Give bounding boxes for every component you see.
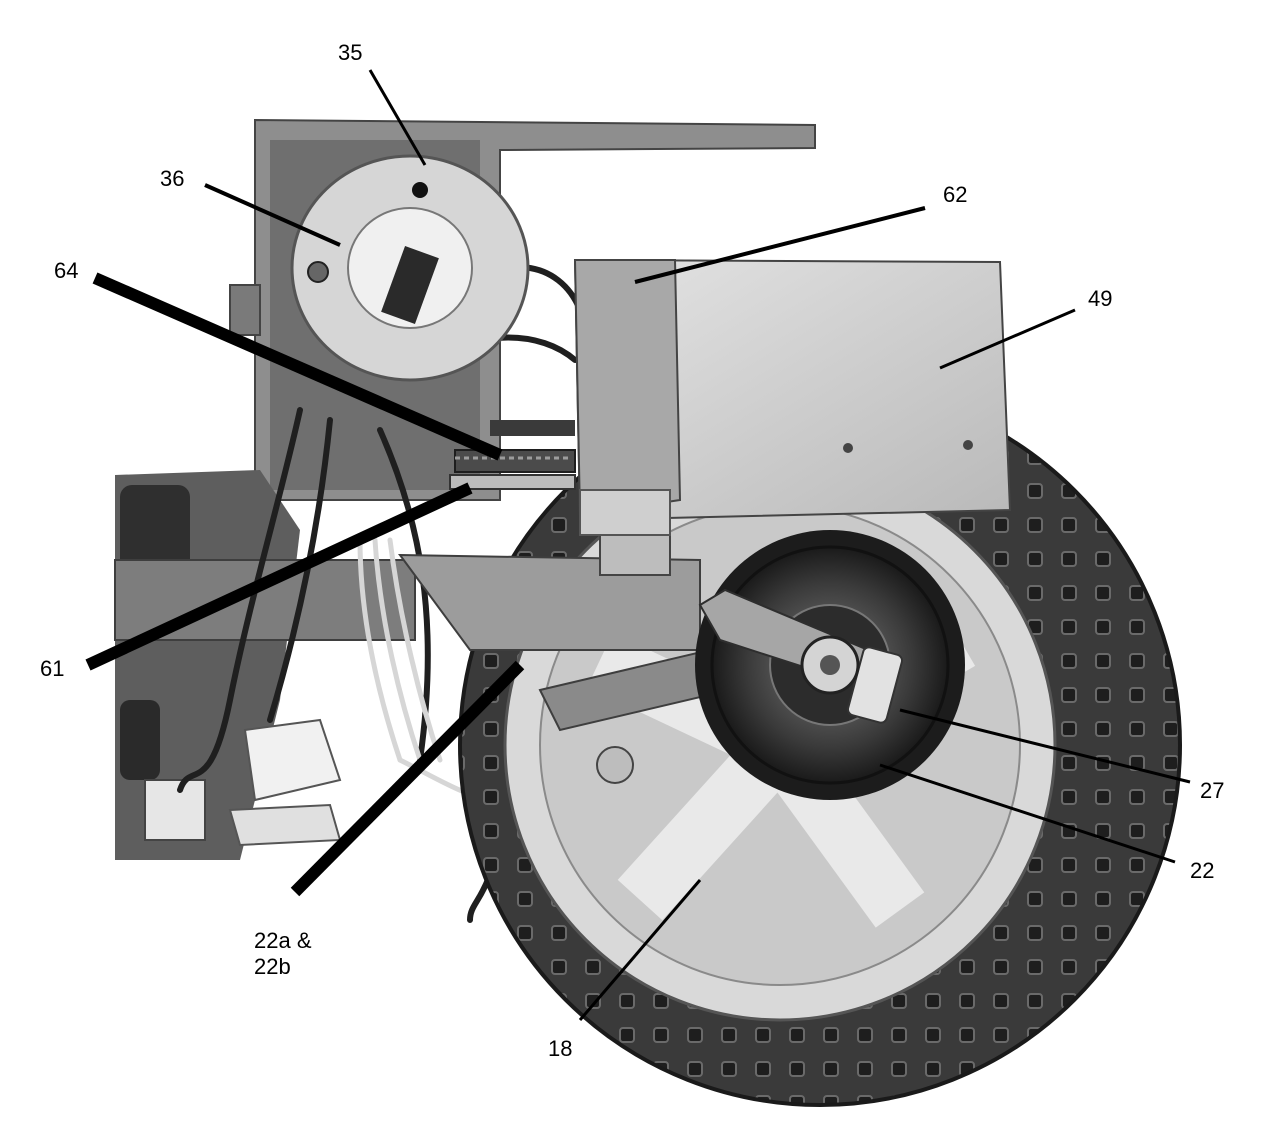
callout-49: 49 [1088,286,1113,311]
leader-61 [85,482,473,671]
leader-18 [578,879,702,1021]
leader-22 [879,763,1176,864]
callout-62: 62 [943,182,968,207]
idler-arm [698,588,904,724]
callout-61: 61 [40,656,65,681]
leader-35 [368,69,427,166]
motor-disc [290,154,530,382]
leader-22ab [290,660,525,897]
leader-27 [899,708,1191,784]
leader-36 [204,183,341,247]
leader-64 [92,272,503,461]
callout-35: 35 [338,40,363,65]
leader-62 [634,206,926,284]
callout-27: 27 [1200,778,1225,803]
spring-assembly [449,420,576,490]
callout-22: 22 [1190,858,1215,883]
leader-49 [939,308,1076,370]
callout-leaders [85,69,1191,1021]
callout-64: 64 [54,258,79,283]
control-box [573,258,1012,536]
callout-18: 18 [548,1036,573,1061]
callout-36: 36 [160,166,185,191]
callout-22a-22b: 22a & 22b [254,928,312,979]
